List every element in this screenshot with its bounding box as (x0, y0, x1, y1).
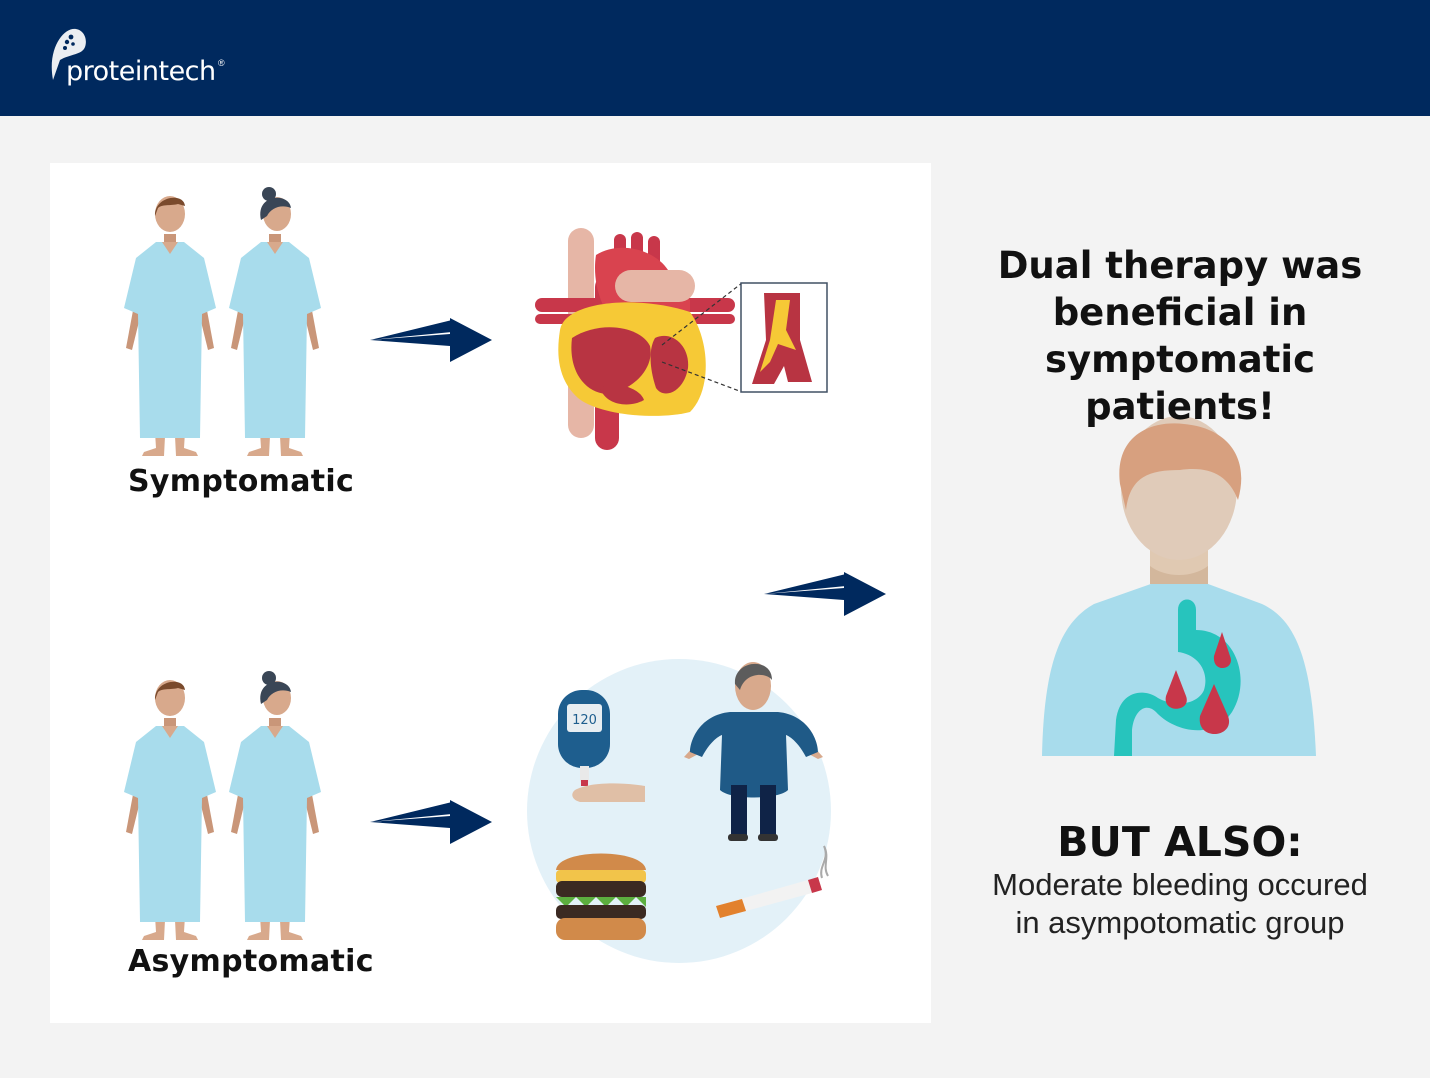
arrow-right-icon (370, 318, 492, 362)
group-label-symptomatic: Symptomatic (128, 464, 355, 499)
but-also-heading: BUT ALSO: (1057, 818, 1303, 866)
asymptomatic-woman (229, 671, 321, 940)
headline-line: Dual therapy was (997, 244, 1363, 287)
headline-line: symptomatic patients! (1044, 338, 1316, 428)
headline-line: beneficial in (1052, 291, 1308, 334)
proteintech-logo (50, 24, 250, 94)
cigarette-icon (716, 845, 829, 918)
note-line: Moderate bleeding occured (992, 867, 1368, 902)
note-line: in asympotomatic group (1015, 905, 1345, 940)
artery-inset (661, 282, 828, 393)
symptomatic-man (124, 196, 216, 456)
brand-name: proteintech (66, 56, 216, 87)
patient-bleeding-icon (1042, 416, 1316, 756)
result-headline: Dual therapy was beneficial in symptomat… (950, 242, 1410, 430)
arrow-right-icon (370, 800, 492, 844)
asymptomatic-man (124, 680, 216, 940)
glucose-meter-icon: 120 (558, 690, 645, 802)
group-label-asymptomatic: Asymptomatic (128, 944, 374, 979)
glucose-reading: 120 (572, 713, 597, 728)
heart-icon (535, 228, 735, 450)
overweight-person-icon (684, 662, 823, 841)
registered-mark: ® (218, 58, 225, 68)
arrow-right-icon (764, 572, 886, 616)
header-bar (0, 0, 1430, 116)
burger-icon (556, 853, 646, 940)
bleeding-note: Moderate bleeding occured in asympotomat… (950, 866, 1410, 942)
symptomatic-woman (229, 187, 321, 456)
